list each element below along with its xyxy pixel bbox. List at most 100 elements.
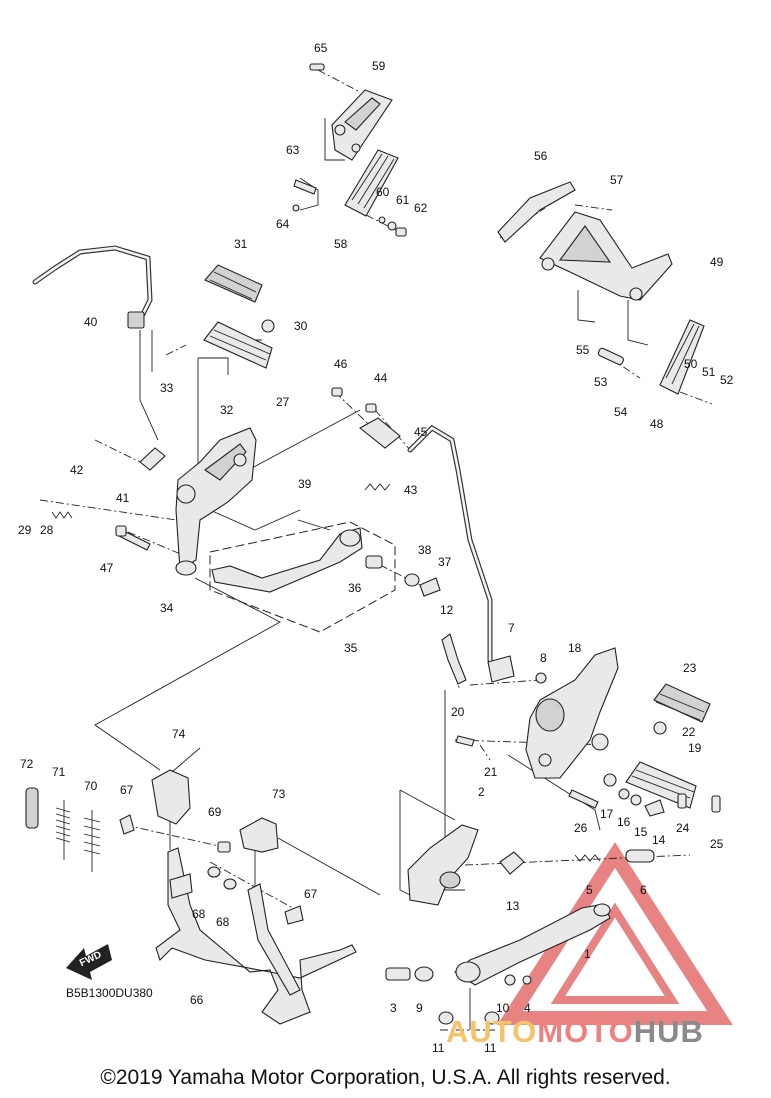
heel-plate-2: [407, 824, 479, 906]
collar-37-38: [404, 573, 441, 597]
callout-64: 64: [276, 217, 290, 231]
springs-70-72: [25, 787, 101, 872]
brake-pedal-35: [211, 527, 383, 593]
callout-11a: 11: [432, 1041, 445, 1055]
callout-28: 28: [40, 523, 54, 537]
footrest-bracket-left-34: [175, 427, 257, 576]
callout-24: 24: [676, 821, 690, 835]
callout-59: 59: [372, 59, 386, 73]
callout-71: 71: [52, 765, 66, 779]
footpeg-rubber-31: [204, 264, 263, 303]
callout-12: 12: [440, 603, 454, 617]
callout-50: 50: [684, 357, 698, 371]
rear-footrest-bracket-left: [331, 89, 393, 161]
master-cylinder-parts: [441, 633, 547, 685]
callout-34: 34: [160, 601, 174, 615]
callout-66: 66: [190, 993, 204, 1007]
callout-70: 70: [84, 779, 98, 793]
watermark-text: AUTOMOTOHUB: [446, 1014, 704, 1050]
callout-69: 69: [208, 805, 222, 819]
callout-8: 8: [540, 651, 547, 665]
callout-72: 72: [20, 757, 34, 771]
rear-footpeg-right: [597, 319, 705, 395]
callout-52: 52: [720, 373, 734, 387]
callout-33: 33: [160, 381, 174, 395]
callout-38: 38: [418, 543, 432, 557]
callout-51: 51: [702, 365, 716, 379]
callout-4: 4: [524, 1001, 531, 1015]
callout-10: 10: [496, 1001, 510, 1015]
callout-74: 74: [172, 727, 186, 741]
callout-73: 73: [272, 787, 286, 801]
spring-28: [51, 511, 73, 519]
callout-7: 7: [508, 621, 515, 635]
callout-35: 35: [344, 641, 358, 655]
callout-21: 21: [484, 765, 498, 779]
callout-48: 48: [650, 417, 664, 431]
callout-30: 30: [294, 319, 308, 333]
brake-cable-45: [407, 424, 498, 675]
callout-61: 61: [396, 193, 410, 207]
front-footpeg-left: [203, 319, 275, 369]
footpeg-rubber-23: [653, 683, 711, 723]
callout-25: 25: [710, 837, 724, 851]
callout-40: 40: [84, 315, 98, 329]
callout-53: 53: [594, 375, 608, 389]
callout-56: 56: [534, 149, 548, 163]
callout-23: 23: [683, 661, 697, 675]
rear-footrest-bracket-right: [497, 181, 673, 301]
callout-18: 18: [568, 641, 582, 655]
brake-light-switch: [331, 387, 401, 491]
callout-31: 31: [234, 237, 248, 251]
callout-26: 26: [574, 821, 588, 835]
fwd-arrow-icon: FWD: [66, 944, 112, 980]
callout-65: 65: [314, 41, 328, 55]
callout-14: 14: [652, 833, 666, 847]
callout-22: 22: [682, 725, 696, 739]
callout-43: 43: [404, 483, 418, 497]
callout-67a: 67: [120, 783, 134, 797]
callout-11b: 11: [484, 1041, 497, 1055]
callout-39: 39: [298, 477, 312, 491]
copyright-notice: ©2019 Yamaha Motor Corporation, U.S.A. A…: [100, 1066, 671, 1089]
bolt-47: [115, 525, 151, 551]
stand-hardware: [119, 814, 304, 925]
callout-6: 6: [640, 883, 647, 897]
watermark-moto: MOTO: [537, 1014, 634, 1049]
callout-36: 36: [348, 581, 362, 595]
callout-16: 16: [617, 815, 631, 829]
callout-29: 29: [18, 523, 32, 537]
callout-46: 46: [334, 357, 348, 371]
small-hardware-top: [292, 63, 407, 237]
stand-bracket-73: [239, 817, 279, 853]
callout-3: 3: [390, 1001, 397, 1015]
callout-55: 55: [576, 343, 590, 357]
callout-63: 63: [286, 143, 300, 157]
callout-5: 5: [586, 883, 593, 897]
watermark-hub: HUB: [633, 1014, 704, 1049]
footrest-bracket-right-18: [525, 647, 619, 779]
clip-13: [499, 851, 525, 875]
callout-2: 2: [478, 785, 485, 799]
drawing-code: B5B1300DU380: [66, 986, 153, 1000]
callout-27: 27: [276, 395, 290, 409]
callout-1: 1: [584, 947, 591, 961]
watermark-auto: AUTO: [446, 1014, 538, 1049]
callout-60: 60: [376, 185, 390, 199]
callout-13: 13: [506, 899, 520, 913]
callout-42: 42: [70, 463, 84, 477]
lever-arm-1: [454, 903, 611, 986]
stand-bracket-74: [151, 747, 201, 825]
callout-58: 58: [334, 237, 348, 251]
callout-67b: 67: [304, 887, 318, 901]
callout-57: 57: [610, 173, 624, 187]
callout-62: 62: [414, 201, 428, 215]
callout-49: 49: [710, 255, 724, 269]
callout-45: 45: [414, 425, 428, 439]
brake-switch-cable-40: [32, 245, 166, 471]
small-hardware-bottom: [385, 966, 532, 1025]
rear-footpeg-left: [344, 149, 399, 217]
leader-lines: [39, 69, 713, 1031]
callout-15: 15: [634, 825, 648, 839]
